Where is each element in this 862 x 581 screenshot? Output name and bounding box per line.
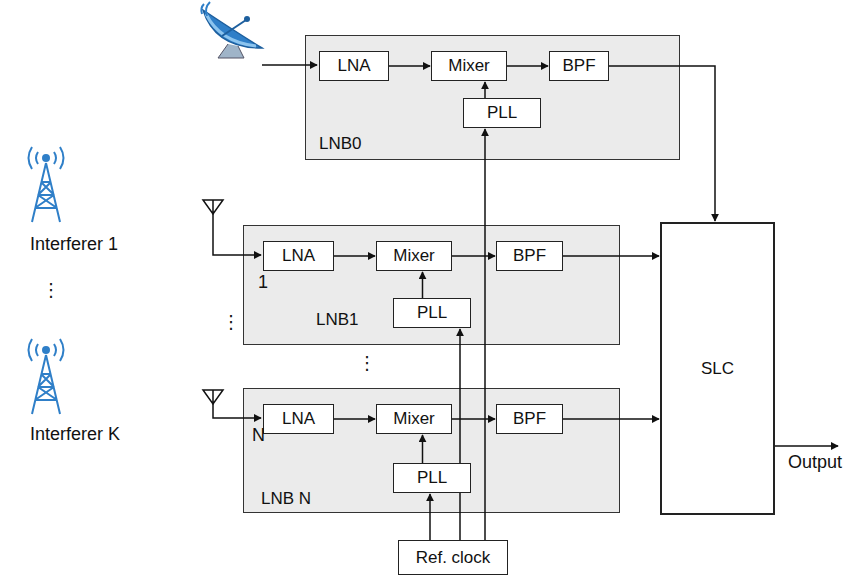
signal-arrow — [452, 255, 495, 257]
interferer-label: Interferer 1 — [30, 234, 118, 255]
index-label: ⋮ — [222, 312, 240, 333]
signal-arrow — [389, 65, 430, 67]
process-box: LNA — [319, 51, 389, 81]
process-box: Mixer — [376, 404, 452, 434]
signal-arrow — [334, 255, 375, 257]
tower-icon — [29, 339, 64, 414]
signal-arrow — [452, 418, 495, 420]
box-text: Mixer — [393, 409, 435, 429]
signal-arrow — [609, 66, 715, 221]
index-label: ⋮ — [358, 353, 376, 374]
signal-arrow — [484, 82, 486, 98]
box-text: Mixer — [448, 56, 490, 76]
tower-icon — [29, 147, 64, 222]
process-box: Ref. clock — [398, 540, 508, 575]
combiner-box: SLC — [660, 222, 775, 515]
signal-arrow — [459, 329, 461, 540]
block-label: LNB N — [261, 489, 311, 509]
feed-wire — [213, 214, 261, 255]
box-text: BPF — [513, 246, 546, 266]
feed-wire — [262, 64, 317, 66]
signal-arrow — [484, 129, 486, 540]
block-label: LNB1 — [316, 310, 359, 330]
signal-arrow — [429, 494, 431, 540]
process-box: LNA — [263, 241, 334, 271]
index-label: 1 — [258, 272, 268, 293]
box-text: LNA — [282, 246, 315, 266]
index-label: N — [252, 425, 265, 446]
box-text: Ref. clock — [416, 548, 491, 568]
process-box: PLL — [393, 463, 471, 493]
process-box: BPF — [496, 404, 563, 434]
process-box: BPF — [496, 241, 563, 271]
process-box: Mixer — [431, 51, 507, 81]
box-text: BPF — [513, 409, 546, 429]
signal-arrow — [422, 272, 424, 298]
signal-arrow — [334, 418, 375, 420]
feed-wire — [213, 404, 261, 418]
lnb-block: LNB N LNA Mixer BPF PLL — [243, 388, 620, 513]
process-box: Mixer — [376, 241, 452, 271]
antenna-symbol — [203, 200, 223, 404]
lnb-block: LNB0 LNA Mixer BPF PLL — [305, 35, 680, 160]
lnb-block: LNB1 LNA Mixer BPF PLL — [243, 225, 620, 345]
output-wire — [775, 445, 838, 447]
output-label: Output — [788, 452, 842, 473]
interferer-label: Interferer K — [30, 424, 120, 445]
process-box: BPF — [549, 51, 609, 81]
block-label: LNB0 — [319, 134, 362, 154]
box-text: BPF — [562, 56, 595, 76]
signal-arrow — [422, 435, 424, 463]
box-text: Mixer — [393, 246, 435, 266]
box-text: PLL — [487, 103, 517, 123]
box-text: LNA — [282, 409, 315, 429]
index-label: ⋮ — [42, 280, 60, 301]
box-text: PLL — [417, 468, 447, 488]
process-box: PLL — [393, 298, 471, 328]
box-text: SLC — [701, 359, 734, 379]
process-box: PLL — [463, 98, 541, 128]
process-box: LNA — [263, 404, 334, 434]
satellite-dish — [201, 2, 262, 58]
signal-arrow — [507, 65, 548, 67]
box-text: PLL — [417, 303, 447, 323]
box-text: LNA — [337, 56, 370, 76]
signal-arrow — [563, 255, 659, 257]
signal-arrow — [563, 418, 659, 420]
